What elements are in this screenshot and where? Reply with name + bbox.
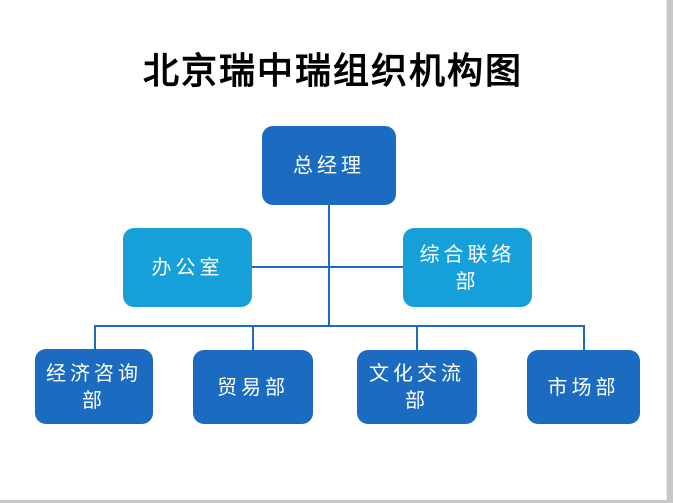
org-chart-title: 北京瑞中瑞组织机构图: [142, 50, 523, 92]
connector-drop-market: [583, 325, 585, 350]
org-node-label: 总经理: [293, 153, 365, 177]
connector-drop-culture: [416, 325, 418, 350]
org-node-trade-dept[interactable]: 贸易部: [193, 350, 313, 424]
org-node-label: 综合联络部: [419, 241, 516, 293]
connector-row2-horizontal: [252, 266, 403, 268]
page-bottom-edge: [0, 500, 673, 503]
org-node-label: 市场部: [547, 374, 620, 399]
connector-row3-bus: [94, 325, 585, 327]
connector-drop-trade: [252, 325, 254, 350]
org-node-label: 经济咨询部: [46, 360, 142, 412]
page-right-edge: [666, 0, 673, 503]
org-node-label: 贸易部: [217, 374, 289, 399]
org-node-marketing-dept[interactable]: 市场部: [527, 350, 640, 424]
org-node-economic-consulting-dept[interactable]: 经济咨询部: [35, 349, 153, 424]
org-node-label: 办公室: [151, 255, 224, 279]
org-node-office[interactable]: 办公室: [123, 228, 252, 307]
org-node-liaison-dept[interactable]: 综合联络部: [403, 228, 532, 307]
org-node-label: 文化交流部: [369, 361, 465, 412]
org-node-general-manager[interactable]: 总经理: [262, 126, 396, 205]
org-node-cultural-exchange-dept[interactable]: 文化交流部: [357, 350, 477, 424]
connector-drop-economic: [94, 325, 96, 350]
